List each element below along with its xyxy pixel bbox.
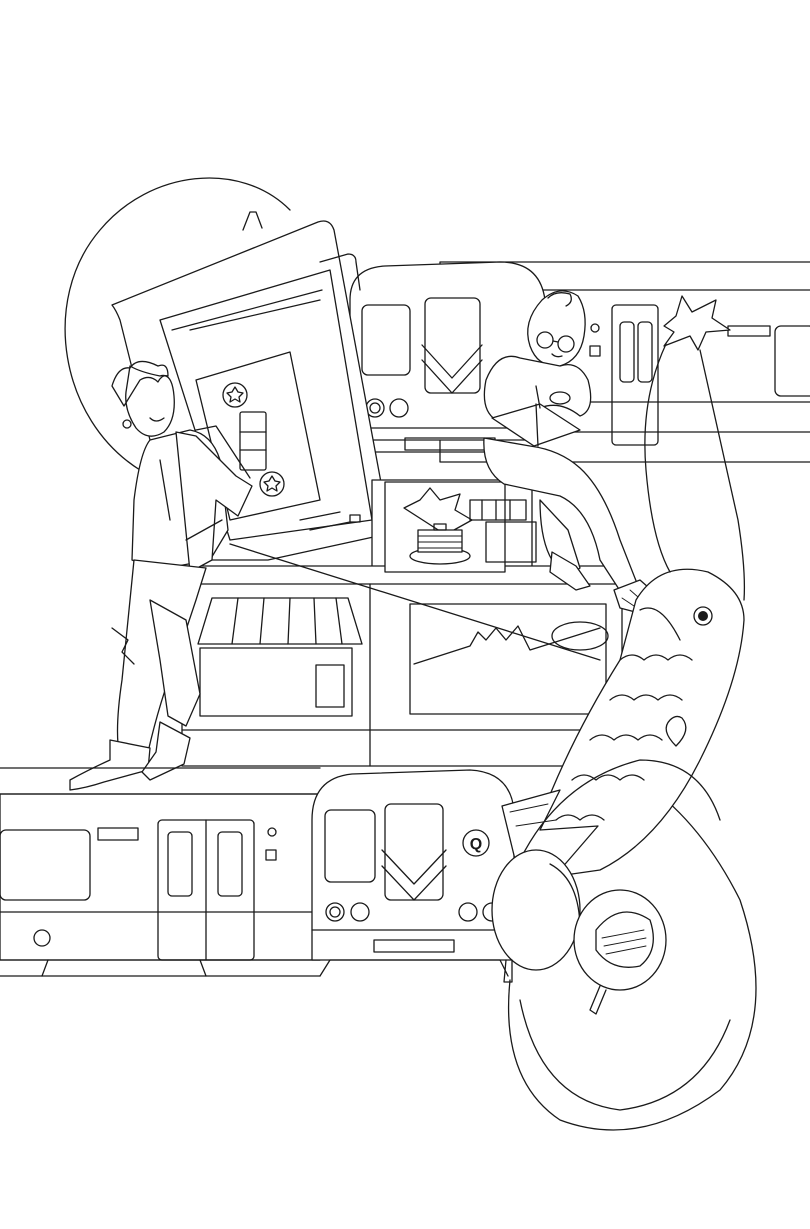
- pancake-poster: [384, 481, 537, 573]
- headphone-cord: [507, 779, 757, 1131]
- route-badge: Q: [462, 829, 490, 857]
- lower-subway-car: [0, 767, 321, 977]
- boy-character: [69, 360, 253, 791]
- headphones: [491, 759, 721, 1015]
- shooting-star: [644, 295, 746, 601]
- background-circle: [64, 177, 291, 471]
- route-badge-letter: Q: [470, 836, 482, 853]
- lower-train-front: [311, 769, 515, 977]
